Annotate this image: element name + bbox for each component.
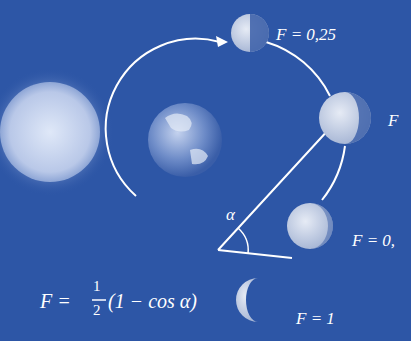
moon-gibbous [319,92,371,144]
sun [0,82,100,182]
phase-value: F [388,112,398,129]
phase-value: F = 1 [296,310,335,327]
angle-arc [238,228,248,254]
orbit-segment [266,42,330,96]
formula-part: F = [40,291,71,311]
orbit-segment [322,146,345,200]
moon-nearly-full [287,203,333,249]
moon-crescent [236,278,258,322]
phase-value: F = 0,25 [276,26,336,43]
formula-part: (1 − cos α) [108,291,197,311]
sun-glow [0,68,114,196]
moon-shadow [250,14,269,52]
formula-denominator: 2 [93,303,101,318]
earth-clouds [165,113,208,164]
moon-shadow [345,92,371,144]
arrow-head [216,36,228,47]
earth [148,103,222,177]
formula-numerator: 1 [93,279,101,294]
fraction-bar [92,299,106,301]
moon-quarter [231,14,269,52]
phase-value: F = 0, [352,232,395,249]
moon-shadow [310,203,333,249]
angle-symbol: α [226,206,235,223]
